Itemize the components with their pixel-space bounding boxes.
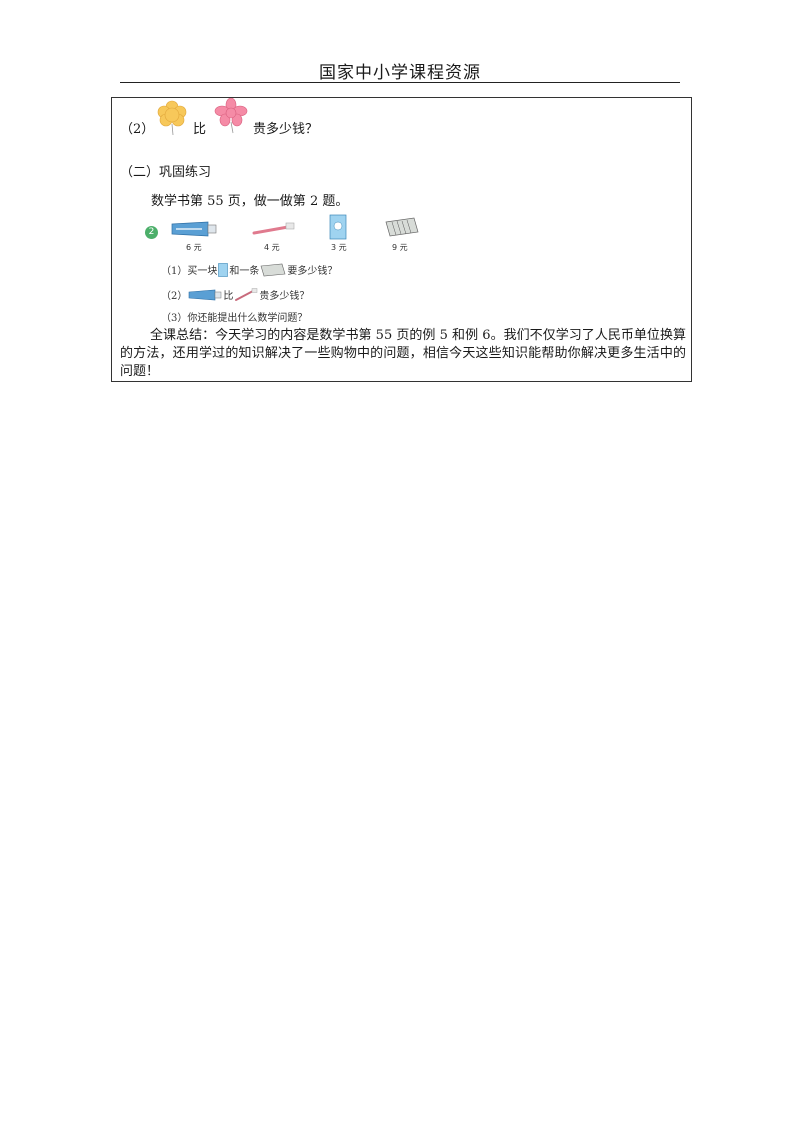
price-label: 3 元	[331, 243, 347, 252]
content-frame	[111, 97, 692, 382]
price-label: 9 元	[392, 243, 408, 252]
toothpaste-icon	[170, 220, 218, 238]
q2-text-a: 比	[223, 291, 234, 302]
exercise-badge: 2	[145, 226, 158, 239]
price-label: 4 元	[264, 243, 280, 252]
q2-number: （2）	[161, 291, 188, 302]
soap-icon	[329, 214, 347, 240]
compare-word: 比	[193, 122, 207, 137]
towel-icon	[260, 263, 286, 277]
section-title: （二）巩固练习	[120, 165, 212, 180]
question-number: （2）	[120, 122, 155, 137]
towel-icon	[384, 216, 420, 238]
exercise-q1: （1） 买一块 和一条 要多少钱？	[161, 262, 337, 277]
q1-text-c: 要多少钱？	[287, 266, 338, 277]
yellow-flower-balloon-icon	[155, 100, 189, 136]
lesson-summary: 全课总结：今天学习的内容是数学书第 55 页的例 5 和例 6。我们不仅学习了人…	[120, 328, 686, 379]
toothbrush-icon	[234, 287, 258, 302]
question-text: 贵多少钱？	[253, 122, 319, 137]
price-label: 6 元	[186, 243, 202, 252]
header-rule	[120, 82, 680, 83]
exercise-q3: （3）你还能提出什么数学问题？	[161, 313, 308, 324]
textbook-reference: 数学书第 55 页，做一做第 2 题。	[151, 194, 349, 209]
pink-flower-balloon-icon	[213, 98, 249, 134]
page-header: 国家中小学课程资源	[319, 63, 481, 83]
soap-icon	[218, 262, 229, 277]
q1-text-a: 买一块	[187, 266, 218, 277]
q1-text-b: 和一条	[229, 266, 260, 277]
toothpaste-icon	[188, 289, 222, 301]
q1-number: （1）	[161, 266, 188, 277]
toothbrush-icon	[252, 222, 296, 236]
exercise-q2: （2） 比 贵多少钱？	[161, 287, 309, 302]
q2-text-b: 贵多少钱？	[259, 291, 310, 302]
